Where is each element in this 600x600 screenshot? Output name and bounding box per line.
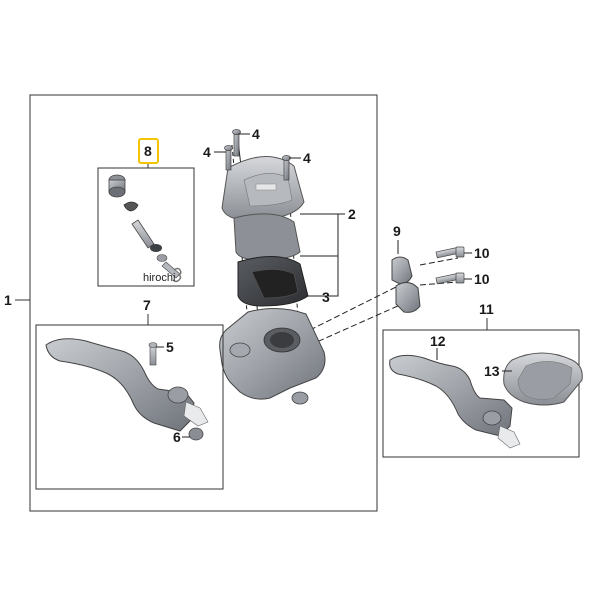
diaphragm-3: [237, 255, 309, 307]
screw-parts-4: [224, 129, 291, 181]
piston-kit-parts: [108, 174, 182, 283]
lever-box-7: [35, 324, 224, 490]
master-cylinder-body: [219, 308, 326, 405]
callout-4b: 4: [203, 144, 211, 160]
callout-4a: 4: [252, 126, 260, 142]
callout-7: 7: [143, 297, 151, 313]
lever-7: [45, 338, 209, 441]
main-assembly-frame: [29, 94, 378, 512]
highlight-box-8: [138, 138, 159, 164]
callout-3: 3: [322, 289, 330, 305]
bolt-parts-10: [435, 246, 465, 285]
callout-5: 5: [166, 339, 174, 355]
lever-box-11: [382, 329, 580, 458]
cover-13: [503, 352, 583, 406]
callout-6: 6: [173, 429, 181, 445]
callout-9: 9: [393, 223, 401, 239]
callout-13: 13: [484, 363, 500, 379]
detail-box-8: [97, 167, 195, 287]
watermark: hirochi: [143, 272, 176, 284]
lever-12: [389, 354, 521, 449]
reservoir-cap: [221, 156, 305, 221]
callout-2: 2: [348, 206, 356, 222]
reservoir-plate: [233, 213, 301, 261]
callout-11: 11: [479, 301, 494, 317]
callout-4c: 4: [303, 150, 311, 166]
callout-10b: 10: [474, 271, 490, 287]
callout-8: 8: [144, 143, 152, 159]
bracket-2: [300, 213, 345, 297]
callout-10a: 10: [474, 245, 490, 261]
callout-1: 1: [4, 292, 12, 308]
callout-12: 12: [430, 333, 446, 349]
clamp-9: [391, 256, 421, 313]
